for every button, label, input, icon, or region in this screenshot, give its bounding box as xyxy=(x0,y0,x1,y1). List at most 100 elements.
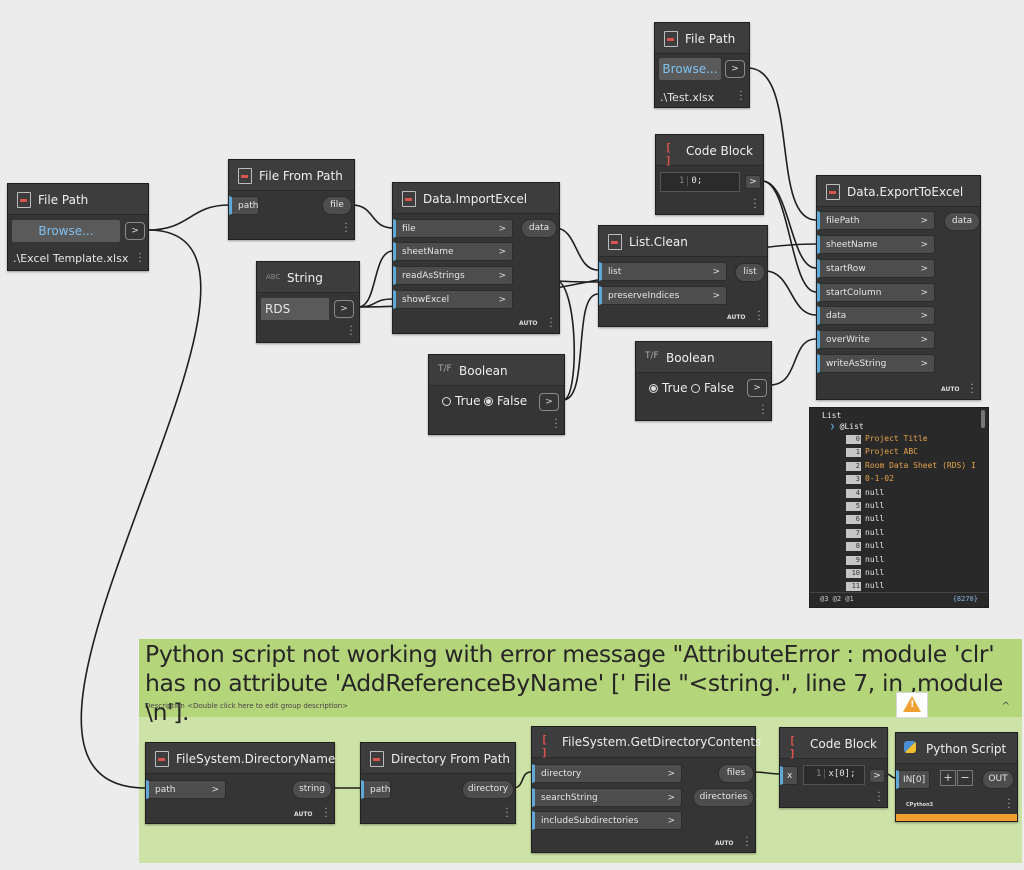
input-port-path[interactable]: path xyxy=(229,196,259,215)
output-port[interactable]: > xyxy=(747,379,767,397)
code-block-node-bottom[interactable]: Code Block x 1x[0]; > ··· xyxy=(779,727,888,808)
python-script-node[interactable]: Python Script IN[0] + − OUT CPython3 ··· xyxy=(895,732,1018,822)
node-header[interactable]: Data.ImportExcel xyxy=(393,183,559,214)
export-excel-node[interactable]: Data.ExportToExcel filePath> sheetName> … xyxy=(816,175,981,400)
group-description[interactable]: Description <Double click here to edit g… xyxy=(145,702,349,710)
remove-input-button[interactable]: − xyxy=(957,770,973,786)
wire-file-to-import[interactable] xyxy=(351,204,394,229)
add-input-button[interactable]: + xyxy=(940,770,956,786)
output-port[interactable]: > xyxy=(725,60,745,78)
watch-sublist[interactable]: ❯ @List xyxy=(830,422,864,431)
node-header[interactable]: File Path xyxy=(8,184,148,215)
code-block-node-top[interactable]: Code Block 10; > ··· xyxy=(655,134,764,215)
input-port-data[interactable]: data> xyxy=(817,306,935,325)
more-options-icon[interactable]: ··· xyxy=(970,380,974,399)
false-radio[interactable]: False xyxy=(691,381,734,395)
true-radio[interactable]: True xyxy=(649,381,688,395)
boolean-node-2[interactable]: T/F Boolean True False > ··· xyxy=(635,341,772,421)
browse-button[interactable]: Browse... xyxy=(659,58,721,80)
output-port[interactable]: > xyxy=(539,393,559,411)
output-port-string[interactable]: string xyxy=(292,780,332,799)
scrollbar[interactable] xyxy=(981,410,985,428)
input-port-writeasstring[interactable]: writeAsString> xyxy=(817,354,935,373)
wire-code-to-startrow[interactable] xyxy=(761,180,817,269)
wire-string-to-sheetname[interactable] xyxy=(357,250,394,308)
node-header[interactable]: Directory From Path xyxy=(361,743,515,774)
false-radio[interactable]: False xyxy=(484,394,527,408)
directory-name-node[interactable]: FileSystem.DirectoryName path> string AU… xyxy=(145,742,335,824)
group-header[interactable]: Python script not working with error mes… xyxy=(139,639,1022,726)
output-port-data[interactable]: data xyxy=(944,212,980,231)
node-header[interactable]: FileSystem.GetDirectoryContents xyxy=(532,727,761,759)
boolean-node-1[interactable]: T/F Boolean True False > ··· xyxy=(428,354,565,435)
input-port-searchstring[interactable]: searchString> xyxy=(532,788,682,807)
node-header[interactable]: File Path xyxy=(655,23,749,54)
node-header[interactable]: List.Clean xyxy=(599,226,767,257)
browse-button[interactable]: Browse... xyxy=(12,220,120,242)
import-excel-node[interactable]: Data.ImportExcel file> sheetName> readAs… xyxy=(392,182,560,334)
output-port-list[interactable]: list xyxy=(735,263,765,282)
group-title[interactable]: Python script not working with error mes… xyxy=(145,640,1003,726)
input-port-path[interactable]: path xyxy=(361,780,391,799)
node-header[interactable]: T/F Boolean xyxy=(636,342,771,373)
input-port-file[interactable]: file> xyxy=(393,219,513,238)
input-port-in0[interactable]: IN[0] xyxy=(896,770,930,789)
output-port-files[interactable]: files xyxy=(718,764,754,783)
output-port[interactable]: > xyxy=(745,175,761,189)
file-from-path-node[interactable]: File From Path path file ··· xyxy=(228,159,355,240)
input-port-directory[interactable]: directory> xyxy=(532,764,682,783)
input-port-overwrite[interactable]: overWrite> xyxy=(817,330,935,349)
more-options-icon[interactable]: ··· xyxy=(138,249,142,268)
warning-icon[interactable]: ! xyxy=(896,692,928,718)
wire-import-to-listclean[interactable] xyxy=(554,227,599,271)
input-port-sheetname[interactable]: sheetName> xyxy=(393,242,513,261)
input-port-startcolumn[interactable]: startColumn> xyxy=(817,283,935,302)
output-port-directory[interactable]: directory xyxy=(462,780,514,799)
input-port-readasstrings[interactable]: readAsStrings> xyxy=(393,266,513,285)
collapse-group-icon[interactable]: ^ xyxy=(1001,701,1010,712)
more-options-icon[interactable]: ··· xyxy=(549,314,553,333)
more-options-icon[interactable]: ··· xyxy=(757,307,761,326)
node-header[interactable]: Python Script xyxy=(896,733,1017,764)
input-port-preserveindices[interactable]: preserveIndices> xyxy=(599,286,727,305)
wire-filepath-to-filefrompath[interactable] xyxy=(147,204,230,231)
file-path-node-top[interactable]: File Path Browse... > .\Test.xlsx ··· xyxy=(654,22,750,108)
expand-icon[interactable]: ❯ xyxy=(830,422,835,431)
node-header[interactable]: FileSystem.DirectoryName xyxy=(146,743,335,774)
output-port[interactable]: > xyxy=(125,222,145,240)
node-header[interactable]: Code Block xyxy=(656,135,763,167)
output-port-directories[interactable]: directories xyxy=(693,788,754,807)
input-port-list[interactable]: list> xyxy=(599,262,727,281)
node-header[interactable]: Code Block xyxy=(780,728,887,760)
output-port[interactable]: > xyxy=(334,300,354,318)
true-radio[interactable]: True xyxy=(442,394,481,408)
wire-list-to-export-data[interactable] xyxy=(764,270,817,316)
input-port-startrow[interactable]: startRow> xyxy=(817,259,935,278)
more-options-icon[interactable]: ··· xyxy=(877,788,881,807)
input-port-showexcel[interactable]: showExcel> xyxy=(393,290,513,309)
file-path-node-left[interactable]: File Path Browse... > .\Excel Template.x… xyxy=(7,183,149,271)
more-options-icon[interactable]: ··· xyxy=(349,322,353,341)
output-port-out[interactable]: OUT xyxy=(982,770,1014,789)
input-port-x[interactable]: x xyxy=(780,766,798,785)
more-options-icon[interactable]: ··· xyxy=(1007,795,1011,814)
more-options-icon[interactable]: ··· xyxy=(554,415,558,434)
output-port[interactable]: > xyxy=(869,769,885,783)
more-options-icon[interactable]: ··· xyxy=(753,195,757,214)
output-port-file[interactable]: file xyxy=(322,196,352,215)
output-port-data[interactable]: data xyxy=(521,219,557,238)
more-options-icon[interactable]: ··· xyxy=(324,804,328,823)
input-port-includesubdirectories[interactable]: includeSubdirectories> xyxy=(532,811,682,830)
more-options-icon[interactable]: ··· xyxy=(344,219,348,238)
wire-bool-to-overwrite[interactable] xyxy=(769,338,817,386)
more-options-icon[interactable]: ··· xyxy=(739,87,743,106)
input-port-filepath[interactable]: filePath> xyxy=(817,211,935,230)
wire-bool-to-preserveindices[interactable] xyxy=(562,293,599,401)
list-clean-node[interactable]: List.Clean list> preserveIndices> list A… xyxy=(598,225,768,327)
wire-string-to-showexcel[interactable] xyxy=(357,298,394,308)
input-port-path[interactable]: path> xyxy=(146,780,226,799)
node-header[interactable]: ABC String xyxy=(257,262,359,293)
